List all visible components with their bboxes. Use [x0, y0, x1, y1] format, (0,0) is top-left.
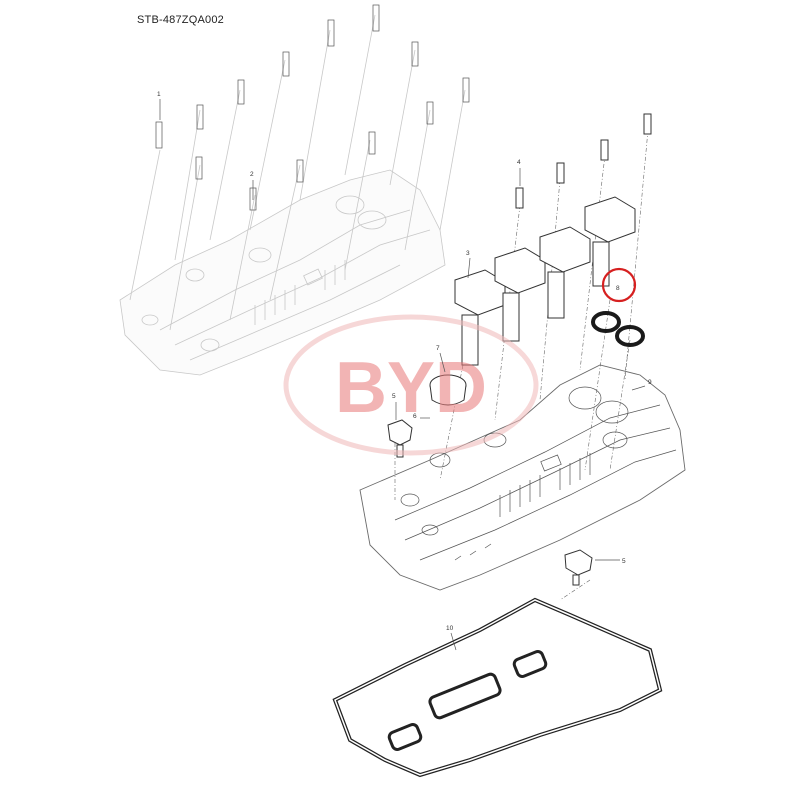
valve-cover-main[interactable]: [359, 364, 686, 591]
reference-valve-cover-ghost: [119, 14, 466, 376]
callout-ticks: [159, 99, 646, 651]
highlight-ring: [601, 267, 637, 303]
seal-ring-set[interactable]: [591, 311, 645, 347]
callout-labels: 1 2 3 4 5 5 6 7 8 9 10: [157, 91, 652, 632]
callout-1: 1: [157, 91, 161, 98]
callout-8: 8: [616, 285, 620, 292]
valve-cover-gasket[interactable]: [332, 597, 663, 778]
callout-2: 2: [250, 171, 254, 178]
callout-6: 6: [413, 413, 417, 420]
callout-5-upper: 5: [392, 393, 396, 400]
callout-7: 7: [436, 345, 440, 352]
ignition-coil-set[interactable]: [454, 196, 636, 366]
callout-3: 3: [466, 250, 470, 257]
bolt-set-4[interactable]: [515, 113, 652, 209]
callout-5-lower: 5: [622, 558, 626, 565]
document-code: STB-487ZQA002: [137, 14, 224, 26]
callout-10: 10: [446, 625, 454, 632]
watermark-brand-text: BYD: [335, 348, 487, 428]
brand-watermark: BYD: [283, 314, 539, 456]
callout-9: 9: [648, 379, 652, 386]
callout-4: 4: [517, 159, 521, 166]
sensor-lower[interactable]: [564, 549, 593, 586]
oil-filler-cap[interactable]: [429, 374, 467, 406]
reference-bolt-set: [155, 4, 470, 211]
